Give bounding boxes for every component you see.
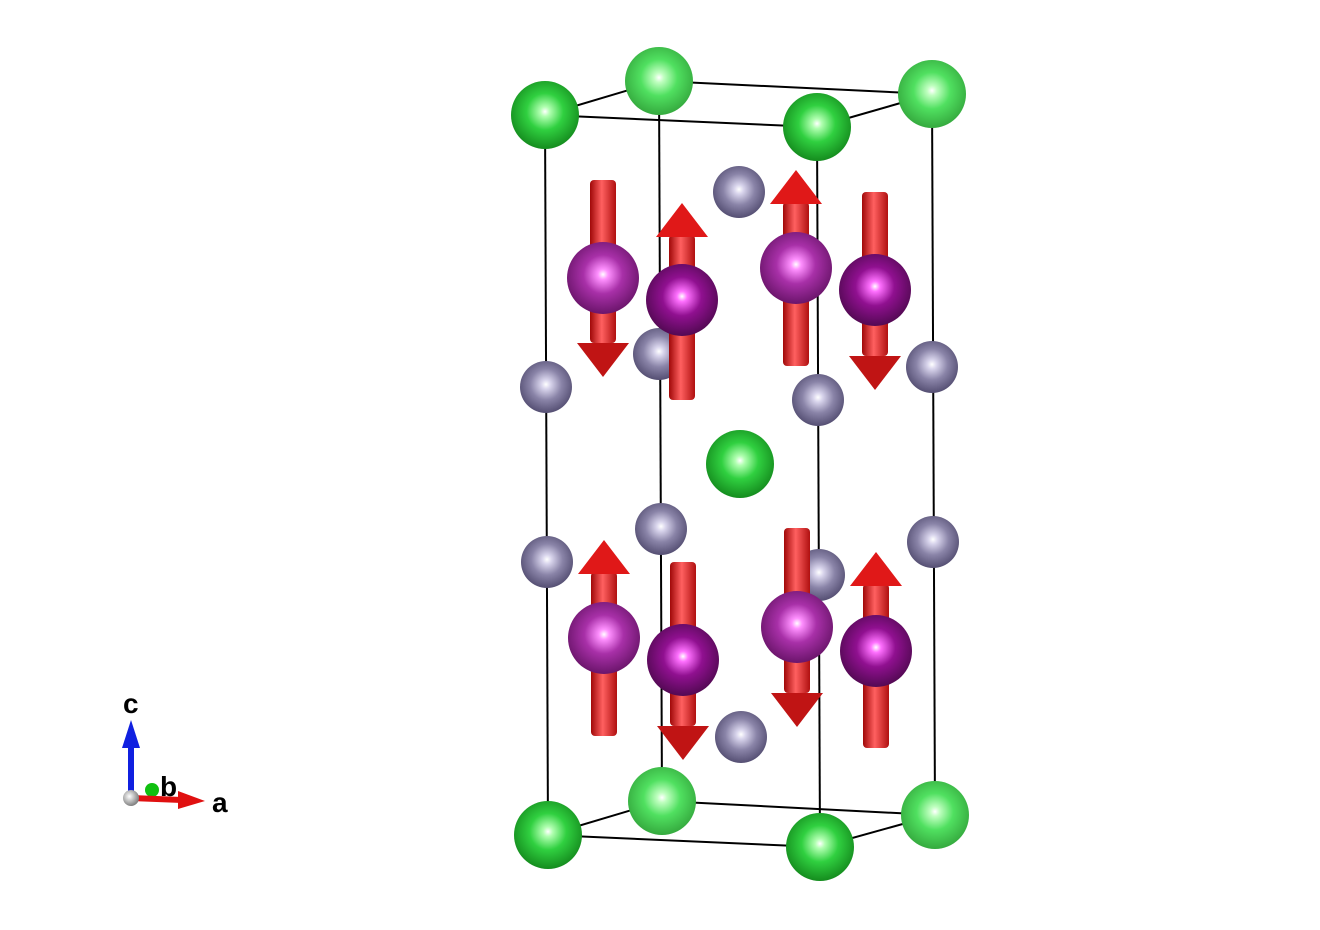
cell-edge [658,80,933,95]
a-axis-arrowhead [178,791,205,809]
axis-indicator: c b a [122,688,228,818]
green-atom [898,60,966,128]
cell-edge [544,114,818,128]
axis-origin [123,790,139,806]
purple-atom [760,232,832,304]
purple-atom [647,624,719,696]
purple-atom [839,254,911,326]
b-axis-label: b [160,771,177,802]
cell-edge [816,126,821,848]
grey-atom [792,374,844,426]
cell-edge [931,93,936,816]
grey-atom [635,503,687,555]
arrow-head [577,343,629,377]
grey-atom [907,516,959,568]
grey-atom [715,711,767,763]
a-axis-label: a [212,787,228,818]
green-atom [901,781,969,849]
purple-atom [568,602,640,674]
purple-atom [567,242,639,314]
atoms-layer [511,47,969,881]
grey-atom [713,166,765,218]
arrow-head [657,726,709,760]
a-axis-shaft [130,795,183,803]
green-atom [783,93,851,161]
arrow-head [849,356,901,390]
arrow-head [850,552,902,586]
green-atom [706,430,774,498]
purple-atom [761,591,833,663]
grey-atom [521,536,573,588]
grey-atom [906,341,958,393]
c-axis-label: c [123,688,139,719]
c-axis-arrowhead [122,720,140,748]
purple-atom [840,615,912,687]
arrow-head [656,203,708,237]
cell-edge [658,80,663,802]
cell-edge [661,800,936,816]
green-atom [514,801,582,869]
green-atom [511,81,579,149]
arrow-head [578,540,630,574]
green-atom [628,767,696,835]
arrow-head [771,693,823,727]
purple-atom [646,264,718,336]
cell-edge [544,114,549,836]
green-atom [625,47,693,115]
cell-edge [547,834,821,848]
grey-atom [520,361,572,413]
arrow-head [770,170,822,204]
b-axis-marker [145,783,159,797]
green-atom [786,813,854,881]
